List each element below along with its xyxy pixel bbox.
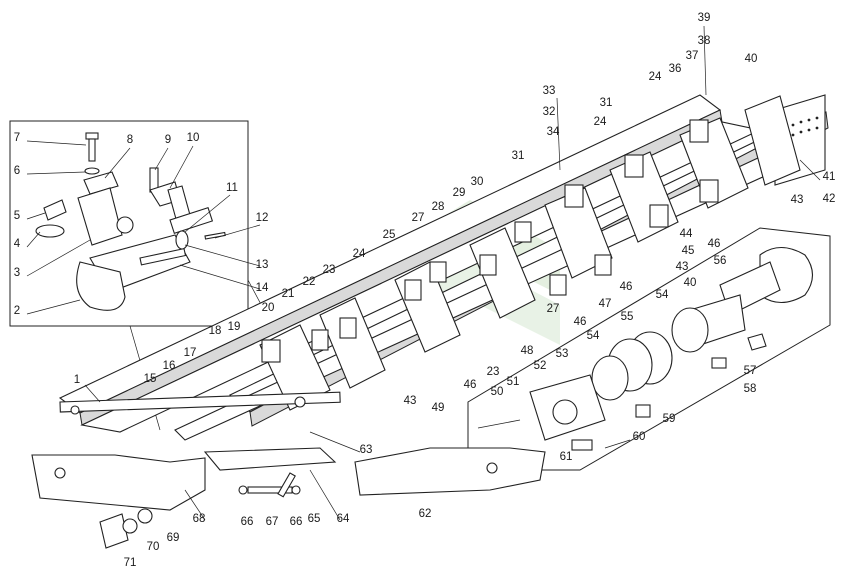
callout-c24a: 24 [353, 248, 366, 260]
callout-c49: 49 [432, 402, 445, 414]
lower-cover-plates [31, 447, 546, 549]
front-tow-bar [59, 391, 341, 415]
frame-brackets [261, 119, 719, 363]
callout-c20: 20 [262, 302, 275, 314]
callout-c13: 13 [256, 259, 269, 271]
callout-c47: 47 [599, 298, 612, 310]
callout-c55: 55 [621, 311, 634, 323]
callout-c51: 51 [507, 376, 520, 388]
callout-c4: 4 [14, 238, 21, 250]
callout-c21: 21 [282, 288, 295, 300]
callout-c63: 63 [360, 444, 373, 456]
callout-c12: 12 [256, 212, 269, 224]
callout-c24c: 24 [649, 71, 662, 83]
callout-c38: 38 [698, 35, 711, 47]
callout-c48: 48 [521, 345, 534, 357]
callout-c8: 8 [127, 134, 133, 146]
callout-c70: 70 [147, 541, 160, 553]
callout-c6: 6 [14, 165, 20, 177]
callout-c11: 11 [226, 182, 238, 194]
callout-c5: 5 [14, 210, 20, 222]
callout-c46c: 46 [574, 316, 587, 328]
callout-c31a: 31 [512, 150, 525, 162]
callout-c39: 39 [698, 12, 711, 24]
callout-c60: 60 [633, 431, 646, 443]
callout-c40a: 40 [745, 53, 758, 65]
callout-c15: 15 [144, 373, 157, 385]
callout-c32: 32 [543, 106, 556, 118]
callout-c44: 44 [680, 228, 693, 240]
callout-c62: 62 [419, 508, 432, 520]
callout-c68: 68 [193, 513, 206, 525]
callout-c41: 41 [823, 171, 836, 183]
callout-c46a: 46 [708, 238, 721, 250]
callout-c59: 59 [663, 413, 676, 425]
callout-c61: 61 [560, 451, 573, 463]
callout-c42: 42 [823, 193, 836, 205]
callout-c66a: 66 [241, 516, 254, 528]
callout-c17: 17 [184, 347, 197, 359]
callout-c2: 2 [14, 305, 20, 317]
callout-c52: 52 [534, 360, 547, 372]
callout-c37: 37 [686, 50, 699, 62]
hook-assembly-parts [35, 132, 226, 311]
callout-c65: 65 [308, 513, 321, 525]
callout-c16: 16 [163, 360, 176, 372]
callout-c7: 7 [14, 132, 20, 144]
callout-c71: 71 [124, 557, 137, 569]
callout-c24b: 24 [594, 116, 607, 128]
callout-c43c: 43 [404, 395, 417, 407]
callout-c64: 64 [337, 513, 350, 525]
callout-c57: 57 [744, 365, 757, 377]
callout-c23b: 23 [487, 366, 500, 378]
callout-c53: 53 [556, 348, 569, 360]
callout-c69: 69 [167, 532, 180, 544]
callout-c66b: 66 [290, 516, 303, 528]
callout-c22: 22 [303, 276, 316, 288]
callout-c58: 58 [744, 383, 757, 395]
callout-c43a: 43 [791, 194, 804, 206]
leader-lines [26, 25, 821, 521]
callout-c9: 9 [165, 134, 171, 146]
callout-c34: 34 [547, 126, 560, 138]
callout-c19: 19 [228, 321, 241, 333]
callout-c10: 10 [187, 132, 200, 144]
callout-c33: 33 [543, 85, 556, 97]
callout-c31b: 31 [600, 97, 613, 109]
callout-c28: 28 [432, 201, 445, 213]
coupling-assembly [477, 246, 814, 451]
callout-c43b: 43 [676, 261, 689, 273]
callout-c50: 50 [491, 386, 504, 398]
callout-c54a: 54 [656, 289, 669, 301]
callout-c29: 29 [453, 187, 466, 199]
callout-c54b: 54 [587, 330, 600, 342]
detail-inset-box [9, 120, 249, 327]
callout-c67: 67 [266, 516, 279, 528]
callout-c25: 25 [383, 229, 396, 241]
callout-c45: 45 [682, 245, 695, 257]
callout-c56: 56 [714, 255, 727, 267]
callout-c36: 36 [669, 63, 682, 75]
callout-c30: 30 [471, 176, 484, 188]
callout-c3: 3 [14, 267, 20, 279]
callout-c40b: 40 [684, 277, 697, 289]
callout-c46b: 46 [620, 281, 633, 293]
callout-c1: 1 [74, 374, 80, 386]
callout-c23a: 23 [323, 264, 336, 276]
callout-c46d: 46 [464, 379, 477, 391]
callout-c14: 14 [256, 282, 269, 294]
callout-c18: 18 [209, 325, 222, 337]
callout-c27b: 27 [547, 303, 560, 315]
callout-c27a: 27 [412, 212, 425, 224]
